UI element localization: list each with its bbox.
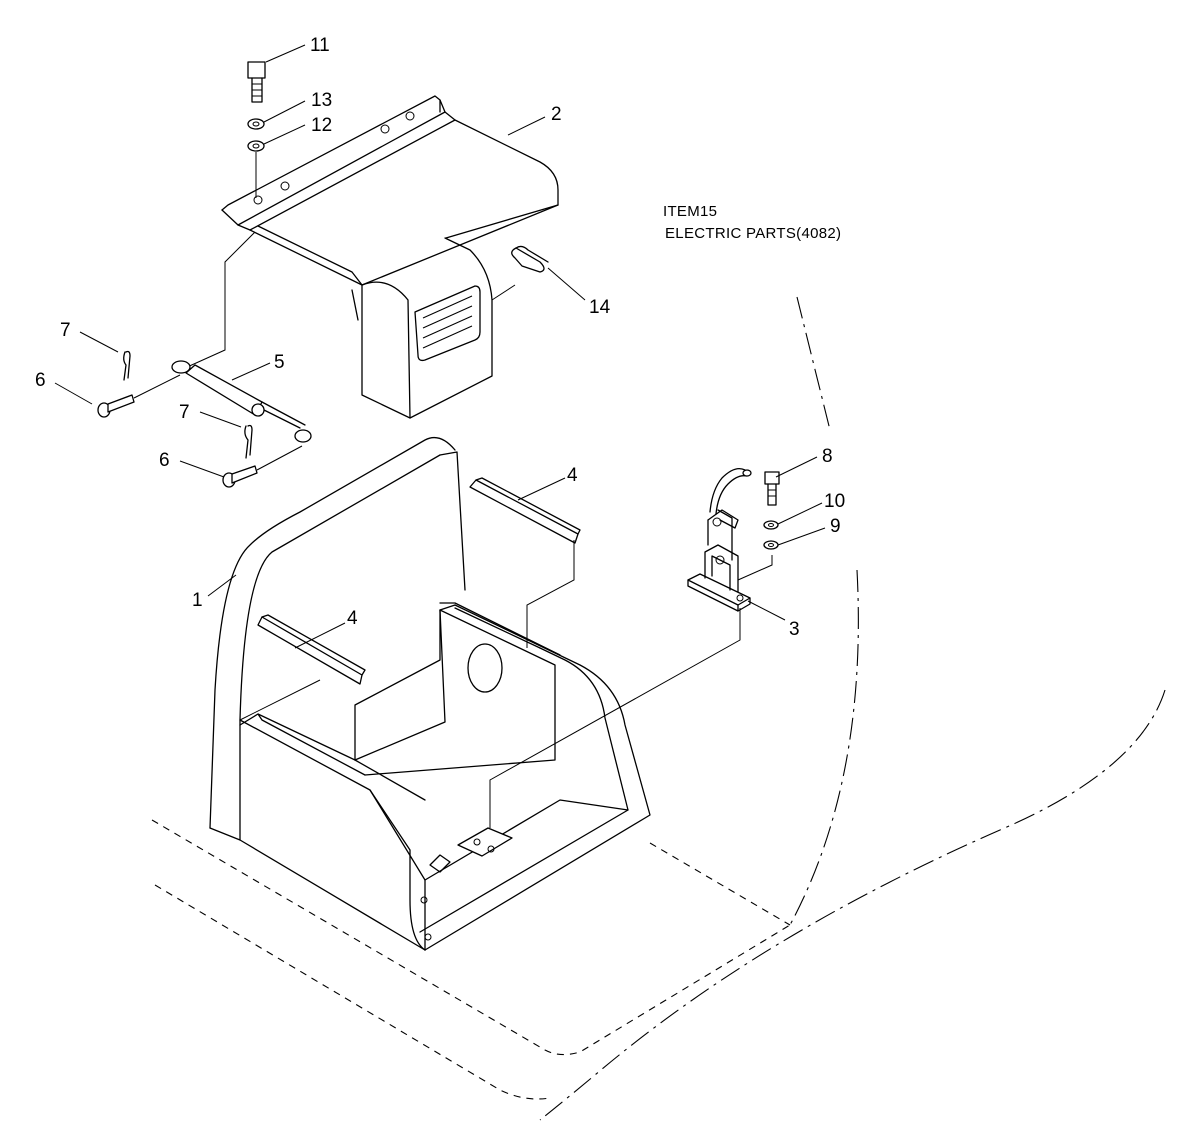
knob <box>511 245 549 273</box>
pin-upper <box>97 374 181 418</box>
bolt-right <box>764 471 780 506</box>
callout-labels: 1 2 3 4 4 5 6 6 7 7 8 9 10 11 12 13 14 <box>35 35 845 640</box>
pin-lower <box>222 445 303 488</box>
rail-right <box>469 477 581 648</box>
callout-4-left: 4 <box>347 608 358 629</box>
item-note: ITEM15 ELECTRIC PARTS(4082) <box>663 203 841 242</box>
seat-stand-frame <box>209 436 741 951</box>
callout-3: 3 <box>789 619 800 640</box>
latch-assembly <box>687 467 773 612</box>
bolt-top <box>247 61 266 103</box>
callout-11: 11 <box>310 35 330 56</box>
seat-plate <box>184 95 559 419</box>
callout-1: 1 <box>192 590 203 611</box>
gas-spring <box>171 360 312 443</box>
callout-8: 8 <box>822 446 833 467</box>
callout-7-lower: 7 <box>179 402 190 423</box>
callout-12: 12 <box>311 115 332 136</box>
machine-outline <box>151 296 1166 1121</box>
callout-14: 14 <box>589 297 611 318</box>
callout-2: 2 <box>551 104 562 125</box>
washer-10 <box>763 520 779 530</box>
callout-9: 9 <box>830 516 841 537</box>
note-line-2: ELECTRIC PARTS(4082) <box>665 225 841 242</box>
callout-4-right: 4 <box>567 465 578 486</box>
callout-10: 10 <box>824 491 845 512</box>
washer-13 <box>247 118 265 130</box>
cotter-pin-lower <box>244 424 253 459</box>
rail-left <box>239 614 366 721</box>
washer-12 <box>247 140 265 198</box>
callout-leaders <box>54 44 826 649</box>
callout-6-lower: 6 <box>159 450 170 471</box>
washer-9 <box>763 540 779 550</box>
callout-13: 13 <box>311 90 332 111</box>
callout-5: 5 <box>274 352 285 373</box>
callout-7-upper: 7 <box>60 320 71 341</box>
callout-6-upper: 6 <box>35 370 46 391</box>
note-line-1: ITEM15 <box>663 203 717 220</box>
cotter-pin-upper <box>123 350 131 381</box>
